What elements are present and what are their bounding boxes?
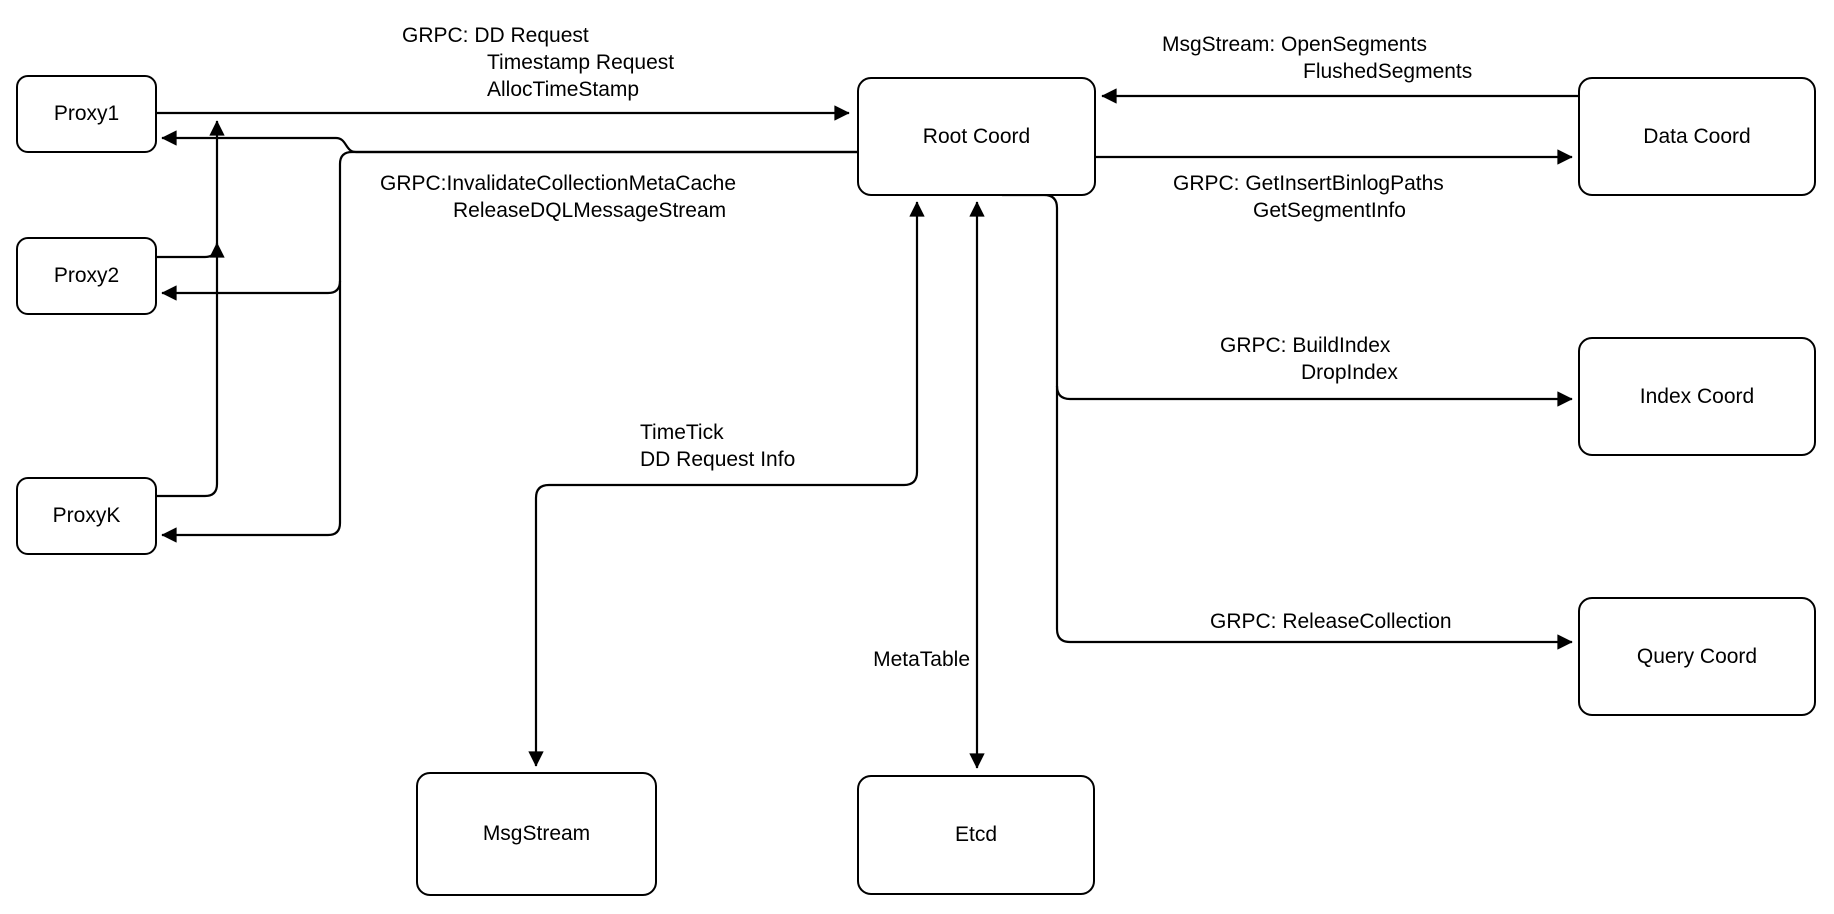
- edge-label-line: DD Request Info: [640, 448, 796, 471]
- node-index-coord: Index Coord: [1578, 337, 1816, 456]
- node-proxyk: ProxyK: [16, 477, 157, 555]
- edge-label-line: GRPC: GetInsertBinlogPaths: [1173, 172, 1444, 195]
- edge-root-coord-to-proxyk: [161, 281, 342, 543]
- edge-label-line: FlushedSegments: [1303, 60, 1473, 83]
- edge-proxyk-to-root-coord: [157, 120, 225, 498]
- edge-label-line: ReleaseDQLMessageStream: [453, 199, 727, 222]
- node-query-coord: Query Coord: [1578, 597, 1816, 716]
- node-proxyk-label: ProxyK: [52, 504, 121, 527]
- edge-label-line: Timestamp Request: [487, 51, 675, 74]
- node-etcd-label: Etcd: [954, 823, 998, 846]
- edge-proxy2-to-root-coord: [157, 242, 225, 259]
- edge-label-root-coord-to-etcd: MetaTable: [858, 646, 970, 673]
- node-data-coord: Data Coord: [1578, 77, 1816, 196]
- node-etcd: Etcd: [857, 775, 1095, 895]
- edge-label-root-coord-to-data-coord: GRPC: GetInsertBinlogPaths GetSegmentInf…: [1173, 170, 1444, 224]
- edge-root-coord-msgstream: [528, 201, 925, 767]
- edge-root-coord-to-proxy2: [161, 150, 857, 301]
- node-root-coord: Root Coord: [857, 77, 1096, 196]
- edge-label-root-coord-to-query-coord: GRPC: ReleaseCollection: [1210, 608, 1452, 635]
- edge-label-line: GRPC: ReleaseCollection: [1210, 610, 1452, 633]
- node-data-coord-label: Data Coord: [1643, 124, 1751, 148]
- node-msgstream: MsgStream: [416, 772, 657, 896]
- node-proxy1-label: Proxy1: [53, 102, 120, 125]
- edge-label-root-coord-to-msgstream: TimeTick DD Request Info: [640, 419, 795, 473]
- edge-label-line: DropIndex: [1301, 361, 1398, 384]
- edge-label-line: AllocTimeStamp: [487, 78, 640, 101]
- edge-root-coord-to-query-coord: [1055, 386, 1573, 650]
- node-index-coord-label: Index Coord: [1639, 384, 1755, 408]
- node-proxy1: Proxy1: [16, 75, 157, 153]
- edge-label-data-coord-to-root-coord: MsgStream: OpenSegments FlushedSegments: [1162, 31, 1472, 85]
- edge-label-line: GRPC:InvalidateCollectionMetaCache: [380, 172, 737, 195]
- edge-label-line: MsgStream: OpenSegments: [1162, 33, 1427, 56]
- edge-label-root-coord-to-proxy: GRPC:InvalidateCollectionMetaCache Relea…: [380, 170, 736, 224]
- node-proxy2: Proxy2: [16, 237, 157, 315]
- edge-label-line: GRPC: DD Request: [402, 24, 589, 47]
- edge-label-root-coord-to-index-coord: GRPC: BuildIndex DropIndex: [1220, 332, 1398, 386]
- edge-label-proxy-to-root-coord: GRPC: DD Request Timestamp Request Alloc…: [402, 22, 674, 103]
- edge-label-line: MetaTable: [873, 648, 970, 671]
- edge-label-line: GRPC: BuildIndex: [1220, 334, 1391, 357]
- edge-label-line: GetSegmentInfo: [1253, 199, 1406, 222]
- node-proxy2-label: Proxy2: [53, 264, 120, 287]
- node-query-coord-label: Query Coord: [1636, 644, 1758, 668]
- node-root-coord-label: Root Coord: [922, 124, 1031, 148]
- node-msgstream-label: MsgStream: [482, 822, 591, 845]
- edge-root-coord-to-proxy1: [161, 130, 857, 154]
- edge-label-line: TimeTick: [640, 421, 724, 444]
